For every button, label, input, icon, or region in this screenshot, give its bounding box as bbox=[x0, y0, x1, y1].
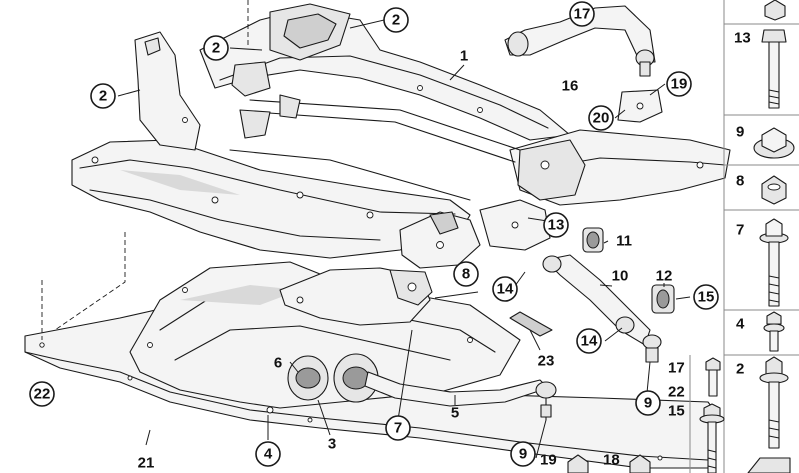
callout-9-lower: 9 bbox=[510, 441, 536, 467]
callout-14-lower: 14 bbox=[576, 328, 602, 354]
svg-text:17: 17 bbox=[574, 6, 591, 23]
hex-nut-icon bbox=[761, 175, 787, 205]
callout-3: 3 bbox=[328, 436, 336, 453]
rubber-bushing-part-12 bbox=[651, 284, 675, 314]
washer-bolt-icon bbox=[759, 356, 789, 449]
svg-text:18: 18 bbox=[603, 452, 620, 469]
sidebar-label-17: 17 bbox=[668, 360, 685, 377]
svg-text:11: 11 bbox=[616, 233, 632, 250]
callout-17: 17 bbox=[569, 1, 595, 27]
svg-text:9: 9 bbox=[644, 395, 652, 412]
svg-text:15: 15 bbox=[698, 289, 715, 306]
tension-strut-part-5 bbox=[364, 371, 557, 421]
callout-16: 16 bbox=[562, 78, 579, 95]
reference-lines bbox=[41, 0, 249, 340]
callout-14-upper: 14 bbox=[492, 276, 518, 302]
hex-nut-icon bbox=[629, 454, 651, 473]
callout-13: 13 bbox=[543, 212, 569, 238]
callout-2-left: 2 bbox=[90, 83, 116, 109]
bolt-icon bbox=[705, 357, 721, 397]
svg-text:7: 7 bbox=[394, 420, 402, 437]
svg-text:22: 22 bbox=[34, 386, 51, 403]
flange-nut-icon bbox=[753, 127, 795, 159]
callout-21: 21 bbox=[138, 455, 155, 472]
callout-22: 22 bbox=[29, 381, 55, 407]
sidebar-label-8: 8 bbox=[736, 173, 744, 190]
rubber-mount-part-6 bbox=[287, 353, 379, 403]
callout-10: 10 bbox=[612, 268, 629, 285]
sidebar-label-4: 4 bbox=[736, 316, 745, 333]
front-axle-carrier-subframe bbox=[71, 3, 731, 326]
bottom-fastener-strip: 19 18 bbox=[540, 452, 651, 473]
sidebar-label-2: 2 bbox=[736, 361, 744, 378]
flange-bolt-icon bbox=[759, 218, 789, 307]
wishbone-part-10 bbox=[542, 254, 662, 363]
sidebar-label-15: 15 bbox=[668, 403, 685, 420]
sidebar-label-7: 7 bbox=[736, 222, 744, 239]
callout-15: 15 bbox=[693, 284, 719, 310]
svg-text:2: 2 bbox=[99, 88, 107, 105]
callout-8: 8 bbox=[453, 261, 479, 287]
callout-5: 5 bbox=[451, 405, 459, 422]
callout-2-top: 2 bbox=[383, 7, 409, 33]
hardware-sidebar: 13 9 8 7 4 bbox=[668, 0, 799, 473]
sidebar-label-22: 22 bbox=[668, 384, 685, 401]
top-nut-icon bbox=[764, 0, 786, 21]
callout-7: 7 bbox=[385, 415, 411, 441]
svg-text:10: 10 bbox=[612, 268, 629, 285]
svg-text:13: 13 bbox=[548, 217, 565, 234]
svg-text:12: 12 bbox=[656, 268, 673, 285]
svg-text:14: 14 bbox=[497, 281, 514, 298]
callout-9-right: 9 bbox=[635, 390, 661, 416]
sidebar-label-13: 13 bbox=[734, 30, 751, 47]
callout-23: 23 bbox=[538, 353, 555, 370]
svg-text:6: 6 bbox=[274, 355, 282, 372]
svg-text:19: 19 bbox=[540, 452, 557, 469]
svg-text:5: 5 bbox=[451, 405, 459, 422]
callout-4: 4 bbox=[255, 441, 281, 467]
callout-20: 20 bbox=[588, 105, 614, 131]
upper-wishbone-part-16 bbox=[504, 5, 656, 77]
svg-text:14: 14 bbox=[581, 333, 598, 350]
svg-text:19: 19 bbox=[671, 76, 688, 93]
long-bolt-icon bbox=[699, 403, 725, 473]
svg-text:20: 20 bbox=[593, 110, 610, 127]
svg-text:21: 21 bbox=[138, 455, 155, 472]
svg-text:2: 2 bbox=[392, 12, 400, 29]
callout-1: 1 bbox=[460, 48, 468, 65]
svg-text:1: 1 bbox=[460, 48, 468, 65]
arrow-marker-icon bbox=[747, 457, 791, 473]
callout-12: 12 bbox=[656, 268, 673, 285]
svg-text:2: 2 bbox=[212, 40, 220, 57]
bracket-part-20 bbox=[617, 89, 663, 123]
svg-text:3: 3 bbox=[328, 436, 336, 453]
svg-text:23: 23 bbox=[538, 353, 555, 370]
svg-text:9: 9 bbox=[519, 446, 527, 463]
short-bolt-icon bbox=[763, 311, 785, 352]
callout-11: 11 bbox=[616, 233, 632, 250]
svg-text:8: 8 bbox=[462, 266, 470, 283]
svg-text:4: 4 bbox=[264, 446, 273, 463]
flange-nut-icon bbox=[567, 454, 589, 473]
callout-19: 19 bbox=[666, 71, 692, 97]
callout-2-middle: 2 bbox=[203, 35, 229, 61]
rubber-bushing-part-11 bbox=[582, 227, 604, 253]
callout-6: 6 bbox=[274, 355, 282, 372]
long-bolt-icon bbox=[761, 29, 787, 109]
sidebar-label-9: 9 bbox=[736, 124, 744, 141]
svg-text:16: 16 bbox=[562, 78, 579, 95]
